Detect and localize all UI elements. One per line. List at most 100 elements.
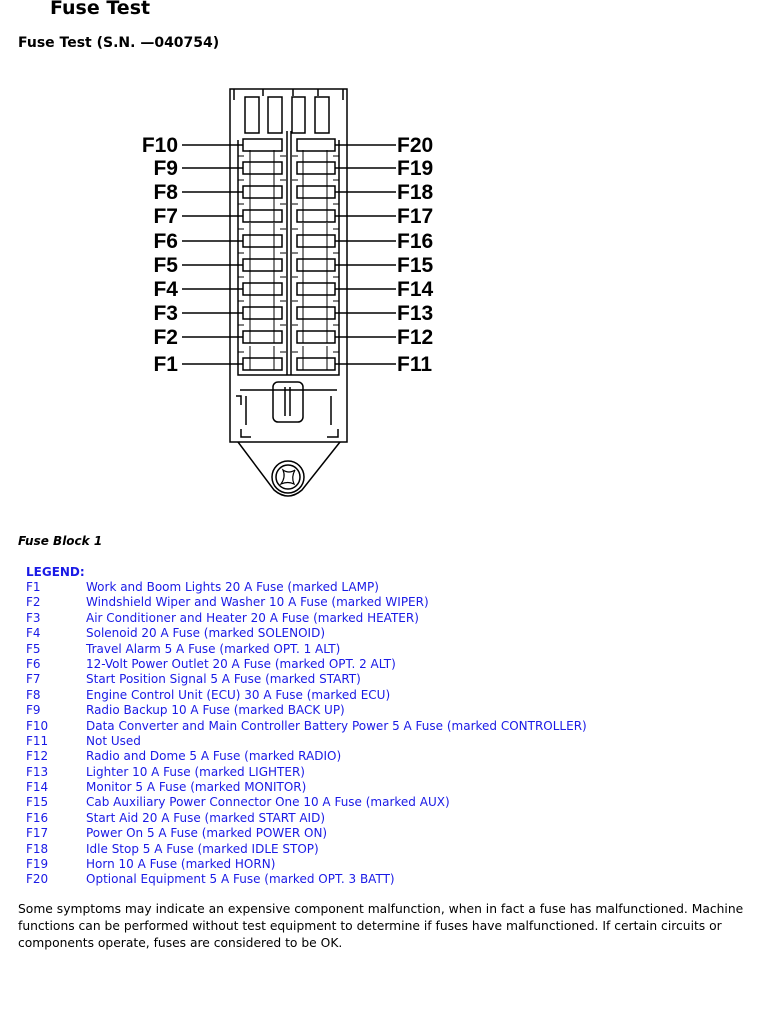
fuse-slot (242, 258, 283, 272)
legend-text: Windshield Wiper and Washer 10 A Fuse (m… (86, 595, 429, 610)
fuse-terminal (238, 247, 339, 271)
fuse-terminal (238, 346, 339, 370)
legend-item: F6 12-Volt Power Outlet 20 A Fuse (marked… (26, 657, 587, 672)
fuse-label: F15 (397, 254, 434, 277)
fuse-block-body (229, 88, 348, 497)
fuse-label: F1 (153, 353, 178, 376)
fuse-label: F20 (397, 134, 433, 157)
legend-item: F19 Horn 10 A Fuse (marked HORN) (26, 857, 587, 872)
fuse-terminal (238, 174, 339, 198)
legend-code: F17 (26, 826, 49, 841)
fuse-slot (242, 209, 283, 223)
legend-text: Idle Stop 5 A Fuse (marked IDLE STOP) (86, 841, 319, 856)
legend: LEGEND: F1 Work and Boom Lights 20 A Fuse… (26, 565, 587, 888)
legend-text: Engine Control Unit (ECU) 30 A Fuse (mar… (86, 687, 391, 702)
legend-code: F5 (26, 641, 41, 656)
legend-text: Start Position Signal 5 A Fuse (marked S… (86, 672, 361, 687)
fuse-label: F2 (153, 326, 178, 349)
fuse-slot (242, 306, 283, 320)
legend-item: F12 Radio and Dome 5 A Fuse (marked RADIO… (26, 749, 587, 764)
note-paragraph: Some symptoms may indicate an expensive … (18, 902, 744, 950)
legend-code: F3 (26, 610, 41, 625)
legend-code: F6 (26, 656, 41, 671)
legend-text: 12-Volt Power Outlet 20 A Fuse (marked O… (86, 656, 396, 671)
legend-code: F7 (26, 672, 41, 687)
legend-text: Lighter 10 A Fuse (marked LIGHTER) (86, 764, 305, 779)
legend-code: F12 (26, 749, 49, 764)
legend-item: F13 Lighter 10 A Fuse (marked LIGHTER) (26, 765, 587, 780)
legend-text: Power On 5 A Fuse (marked POWER ON) (86, 826, 328, 841)
fuse-label: F6 (153, 230, 178, 253)
legend-item: F7 Start Position Signal 5 A Fuse (marked… (26, 672, 587, 687)
fuse-label: F8 (153, 181, 178, 204)
fuse-terminal (238, 198, 339, 222)
fuse-slot (242, 161, 283, 175)
legend-item: F15 Cab Auxiliary Power Connector One 10 … (26, 795, 587, 810)
legend-code: F20 (26, 872, 49, 887)
legend-item: F3 Air Conditioner and Heater 20 A Fuse (… (26, 611, 587, 626)
fuse-label: F18 (397, 181, 434, 204)
fuse-label: F3 (153, 302, 178, 325)
legend-code: F8 (26, 687, 41, 702)
legend-code: F13 (26, 764, 49, 779)
legend-code: F9 (26, 703, 41, 718)
legend-code: F10 (26, 718, 49, 733)
legend-text: Horn 10 A Fuse (marked HORN) (86, 857, 276, 872)
fuse-label: F13 (397, 302, 433, 325)
fuse-slot (242, 330, 283, 344)
legend-text: Solenoid 20 A Fuse (marked SOLENOID) (86, 626, 326, 641)
legend-item: F1 Work and Boom Lights 20 A Fuse (marked… (26, 580, 587, 595)
page-title: Fuse Test (50, 0, 151, 19)
fuse-slot (242, 234, 283, 248)
legend-item: F10 Data Converter and Main Controller Ba… (26, 719, 587, 734)
fuse-slot (242, 138, 283, 152)
legend-code: F19 (26, 857, 49, 872)
fuse-label: F10 (142, 134, 178, 157)
legend-text: Cab Auxiliary Power Connector One 10 A F… (86, 795, 450, 810)
fuse-terminal (238, 271, 339, 295)
legend-code: F16 (26, 810, 49, 825)
legend-code: F15 (26, 795, 49, 810)
legend-item: F14 Monitor 5 A Fuse (marked MONITOR) (26, 780, 587, 795)
legend-text: Travel Alarm 5 A Fuse (marked OPT. 1 ALT… (86, 641, 341, 656)
legend-item: F11 Not Used (26, 734, 587, 749)
legend-text: Monitor 5 A Fuse (marked MONITOR) (86, 780, 307, 795)
fuse-label: F7 (153, 205, 178, 228)
section-title: Fuse Test (S.N. —040754) (18, 35, 220, 51)
fuse-terminal (238, 295, 339, 319)
fuse-terminal (238, 150, 339, 174)
legend-item: F8 Engine Control Unit (ECU) 30 A Fuse (m… (26, 688, 587, 703)
fuse-label: F19 (397, 157, 433, 180)
legend-code: F14 (26, 780, 49, 795)
fuse-label: F5 (153, 254, 178, 277)
fuse-label: F11 (397, 353, 432, 376)
legend-text: Air Conditioner and Heater 20 A Fuse (ma… (86, 610, 419, 625)
legend-text: Work and Boom Lights 20 A Fuse (marked L… (86, 580, 379, 594)
fuse-slot (242, 185, 283, 199)
legend-text: Data Converter and Main Controller Batte… (86, 718, 587, 733)
legend-item: F4 Solenoid 20 A Fuse (marked SOLENOID) (26, 626, 587, 641)
legend-item: F16 Start Aid 20 A Fuse (marked START AID… (26, 811, 587, 826)
legend-code: F11 (26, 733, 49, 748)
legend-text: Optional Equipment 5 A Fuse (marked OPT.… (86, 872, 395, 887)
fuse-terminal (238, 223, 339, 247)
fuse-slot (296, 138, 336, 152)
fuse-label: F17 (397, 205, 433, 228)
legend-code: F1 (26, 580, 41, 594)
legend-text: Not Used (86, 733, 141, 748)
legend-code: F4 (26, 626, 41, 641)
diagram-caption: Fuse Block 1 (18, 534, 103, 548)
fuse-label: F14 (397, 278, 434, 301)
fuse-slot (242, 357, 283, 371)
legend-text: Start Aid 20 A Fuse (marked START AID) (86, 810, 326, 825)
fuse-slot (242, 282, 283, 296)
fuse-label: F9 (153, 157, 178, 180)
legend-heading: LEGEND: (26, 565, 85, 579)
legend-item: F5 Travel Alarm 5 A Fuse (marked OPT. 1 A… (26, 642, 587, 657)
legend-text: Radio and Dome 5 A Fuse (marked RADIO) (86, 749, 342, 764)
legend-item: F20 Optional Equipment 5 A Fuse (marked O… (26, 872, 587, 887)
fuse-label: F12 (397, 326, 433, 349)
fuse-label: F4 (153, 278, 178, 301)
